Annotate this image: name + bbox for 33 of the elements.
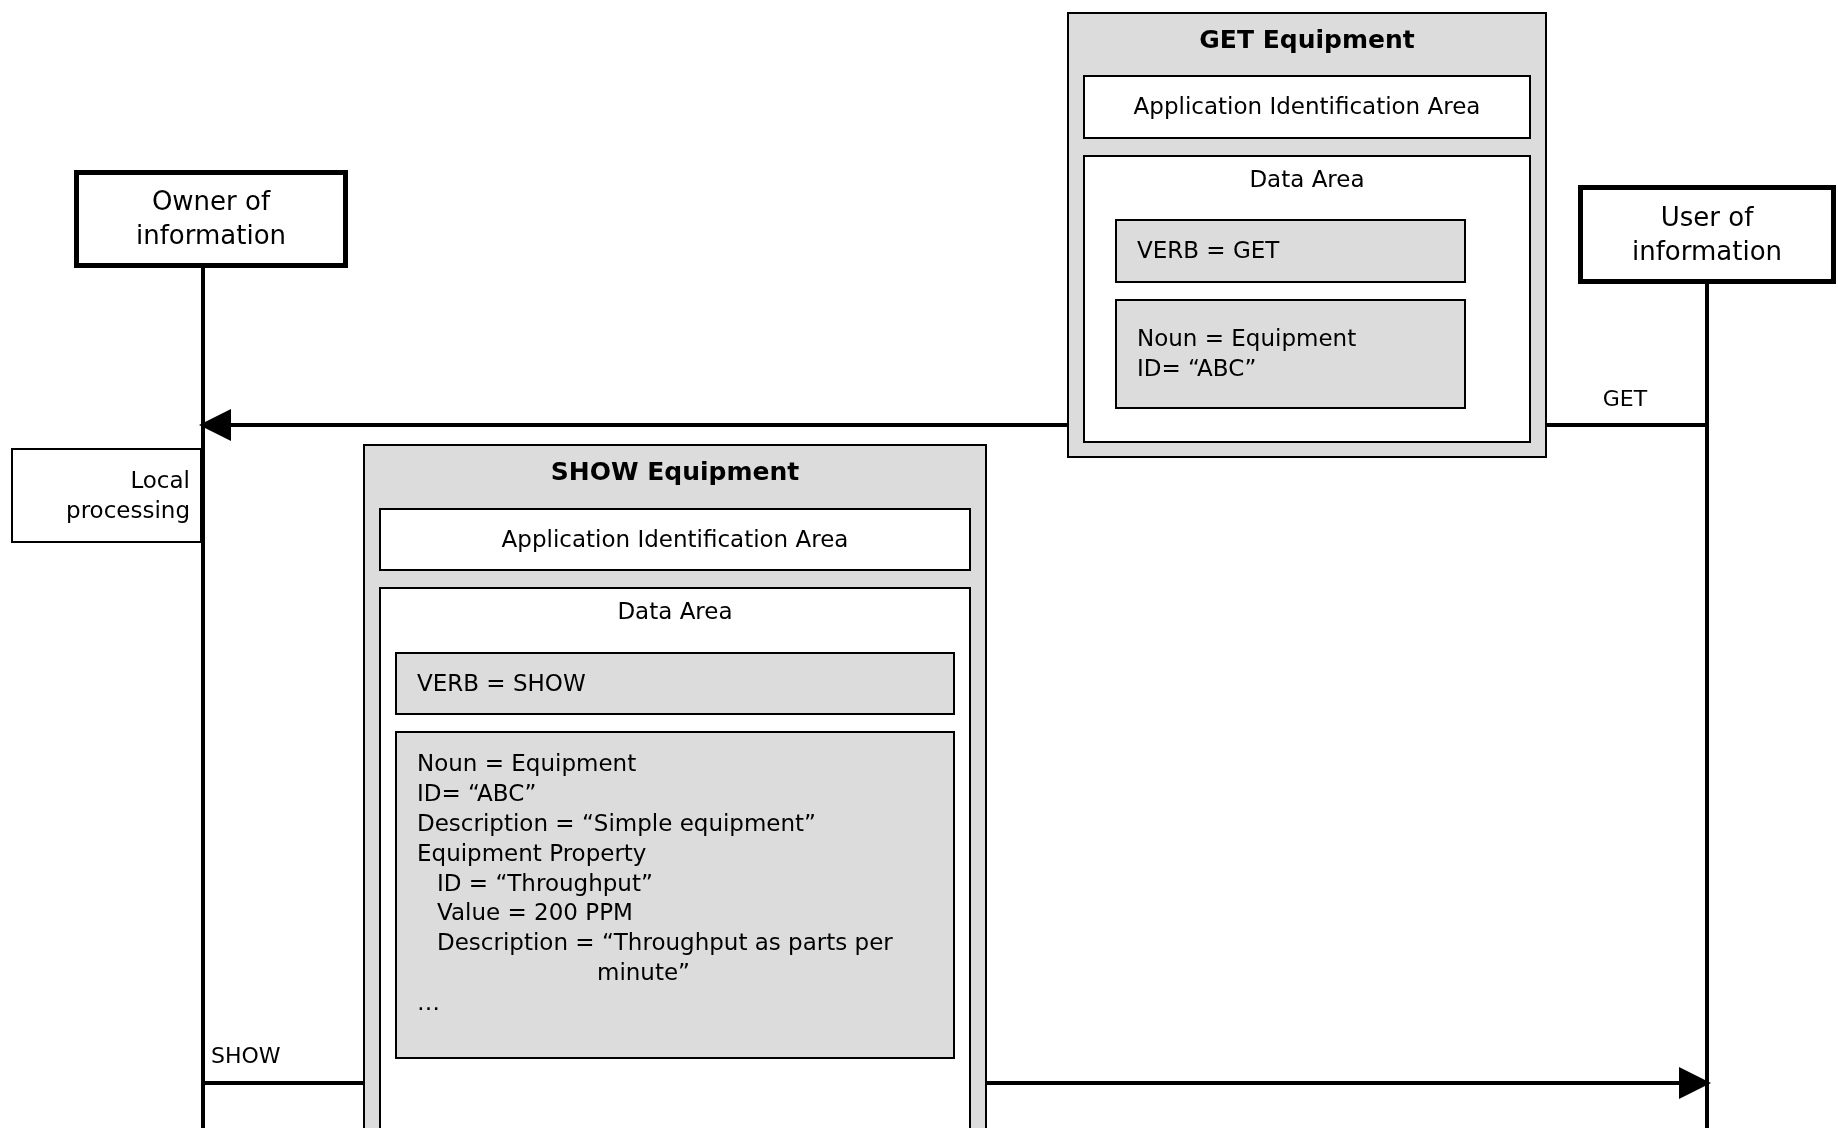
field-text: … xyxy=(417,988,441,1018)
message-title: SHOW Equipment xyxy=(549,456,801,488)
area-heading: Data Area xyxy=(616,597,734,626)
area-box xyxy=(1083,155,1531,443)
area-box xyxy=(379,587,971,1128)
area-heading: Data Area xyxy=(1248,165,1366,194)
area-label: Application Identification Area xyxy=(500,524,850,554)
message-box xyxy=(1067,12,1547,458)
field-text: Noun = Equipment xyxy=(1137,324,1358,354)
participant-label: Owner of information xyxy=(134,185,288,252)
field-label: VERB = GET xyxy=(1137,236,1281,266)
process-box xyxy=(11,448,202,543)
process-label: Local processing xyxy=(65,465,190,525)
field-text: ID= “ABC” xyxy=(1137,354,1258,383)
field-text: Equipment Property xyxy=(417,838,648,868)
field-text: ID = “Throughput” xyxy=(436,868,654,898)
area-box xyxy=(1083,75,1531,139)
participant-label: User of information xyxy=(1630,200,1784,268)
participant-lifeline xyxy=(1578,185,1836,1128)
field-box xyxy=(395,652,955,715)
area-label: Application Identification Area xyxy=(1132,92,1482,122)
field-box xyxy=(1115,219,1466,283)
area-box xyxy=(379,508,971,571)
message-title: GET Equipment xyxy=(1198,24,1416,56)
field-text: Description = “Throughput as parts per minute” xyxy=(436,928,894,988)
field-text: Value = 200 PPM xyxy=(436,898,634,928)
field-box xyxy=(1115,299,1466,409)
message-box xyxy=(363,444,987,1128)
field-label: VERB = SHOW xyxy=(417,668,587,698)
field-text: Description = “Simple equipment” xyxy=(417,808,818,838)
field-text: Noun = Equipment xyxy=(417,749,638,778)
field-box xyxy=(395,731,955,1059)
field-text: ID= “ABC” xyxy=(417,778,538,808)
